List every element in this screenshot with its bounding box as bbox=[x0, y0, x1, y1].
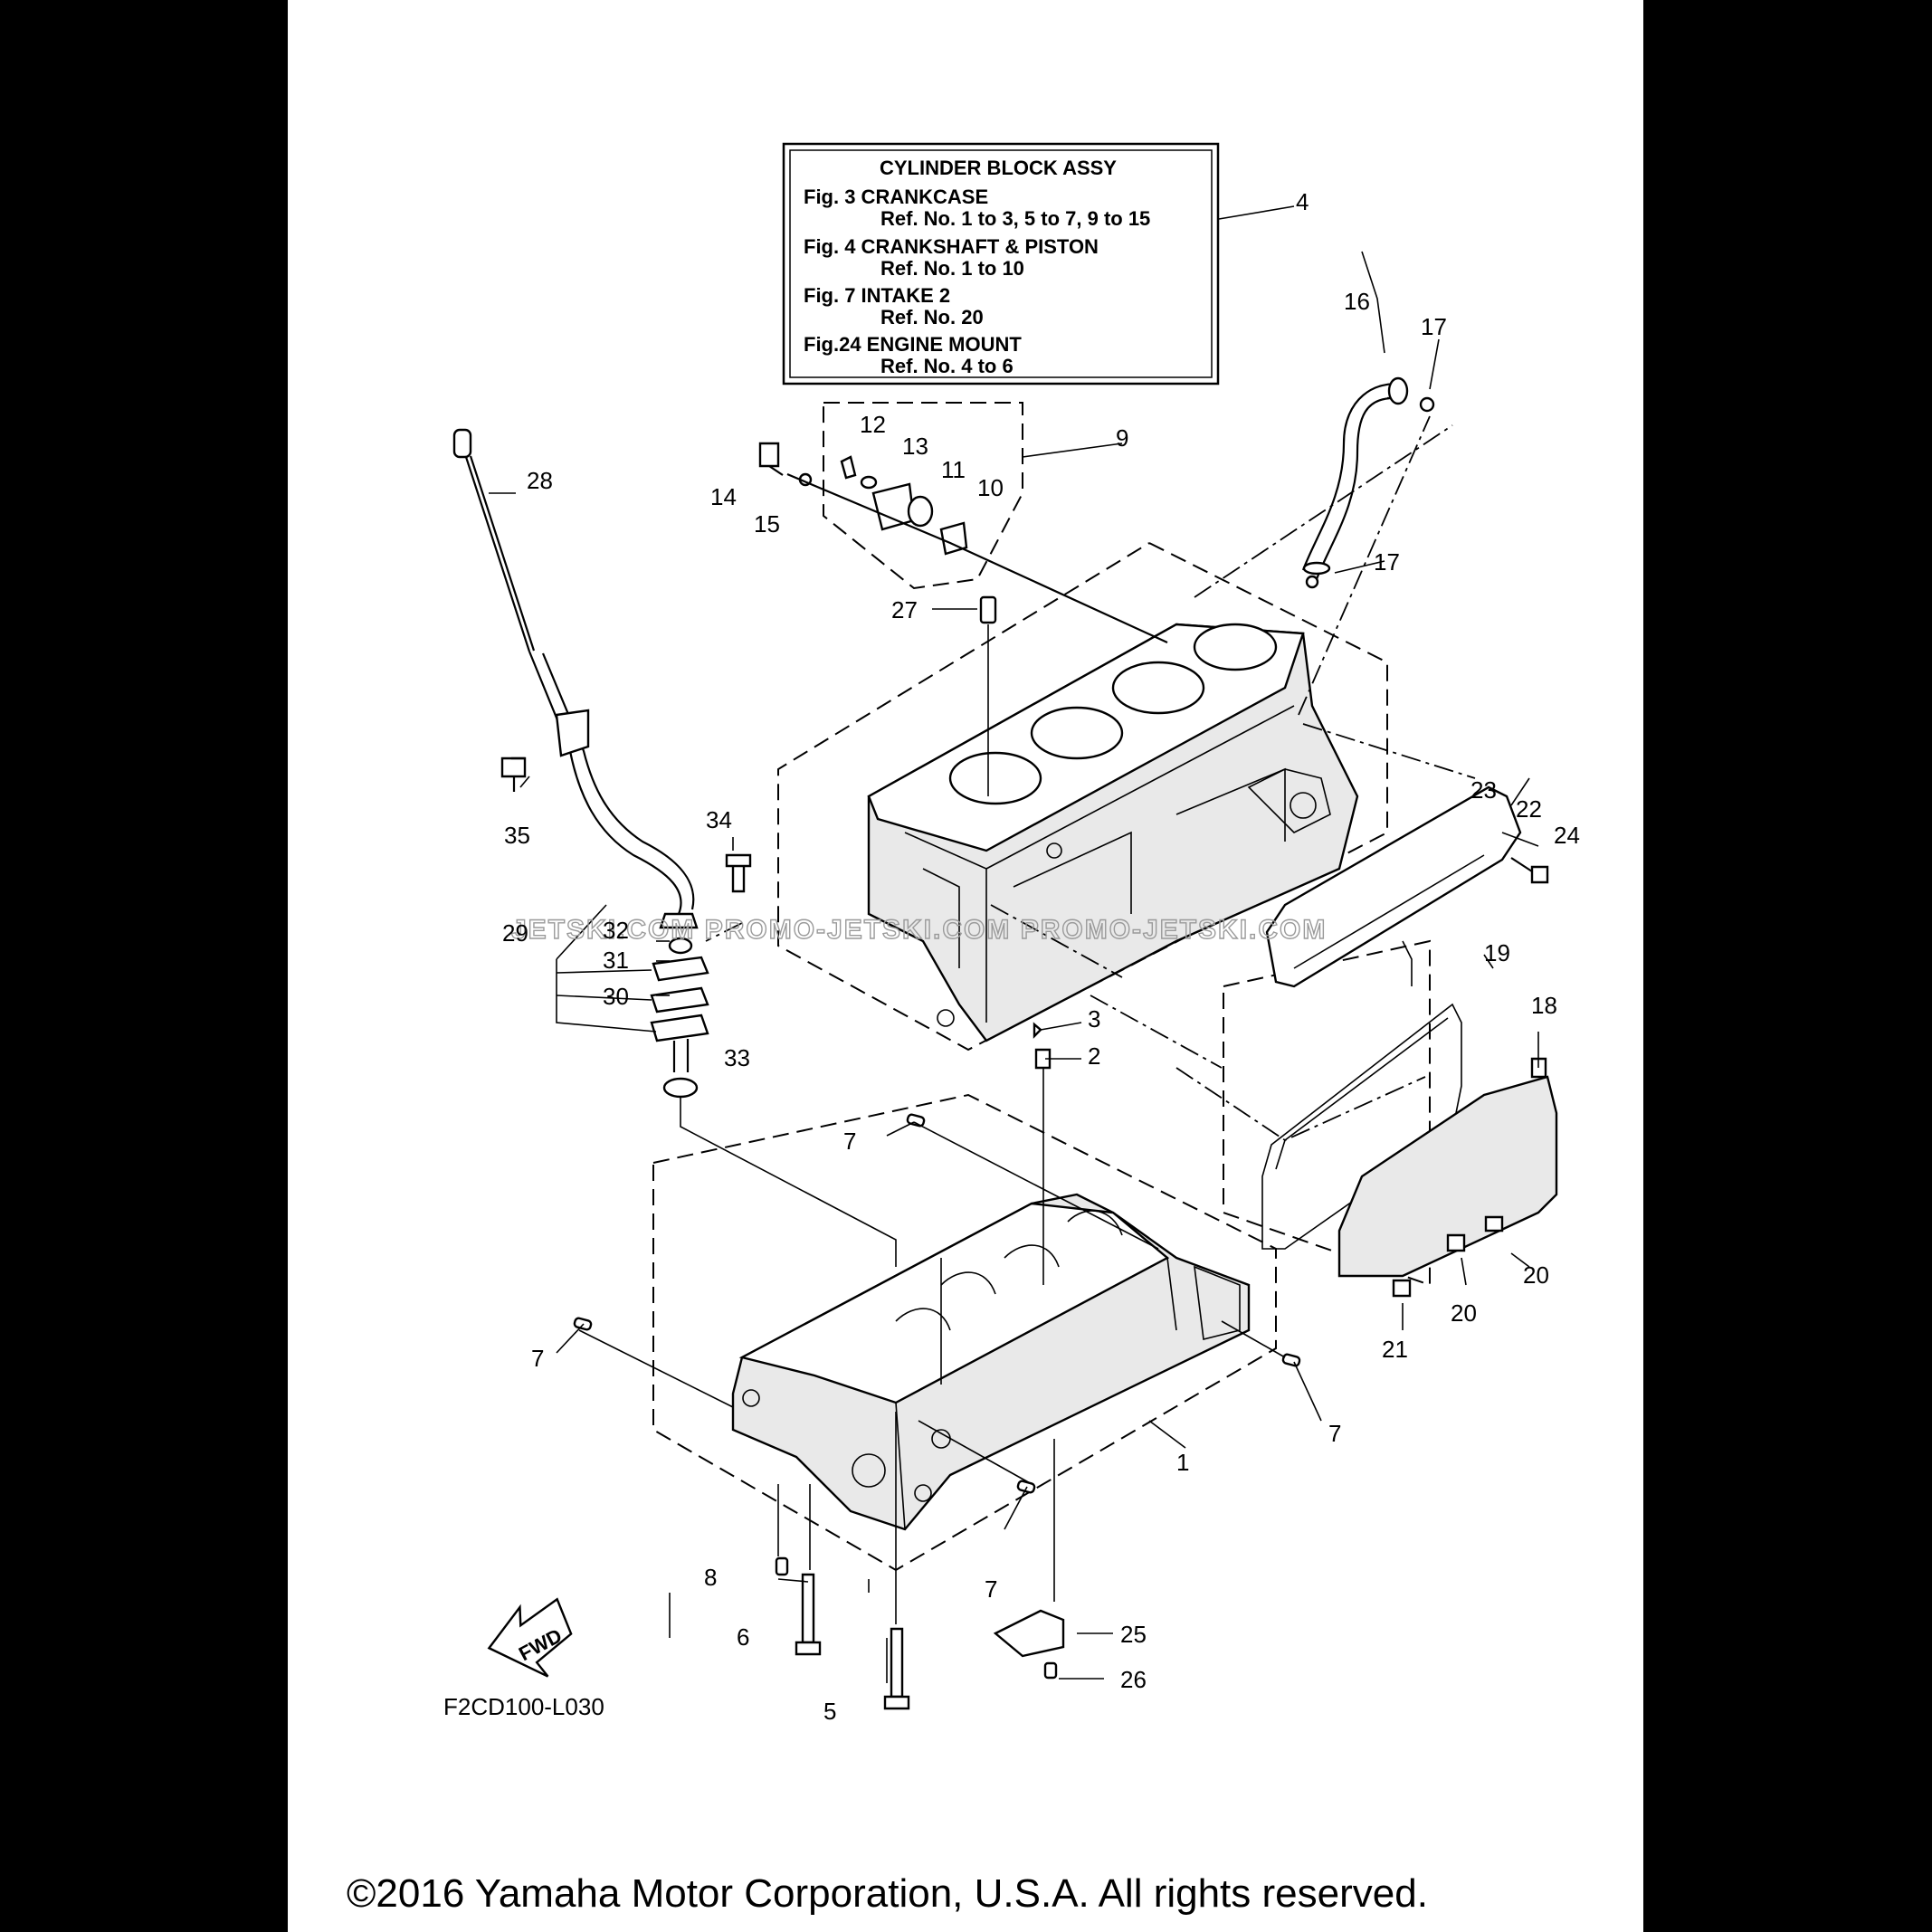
callout-numbers: 4 16 17 12 13 9 11 10 14 15 28 17 27 35 … bbox=[502, 188, 1580, 1725]
callout-23: 23 bbox=[1470, 776, 1497, 804]
title-line-7: Fig.24 ENGINE MOUNT bbox=[804, 333, 1022, 356]
callout-15: 15 bbox=[754, 510, 780, 538]
callout-7-b: 7 bbox=[531, 1345, 544, 1372]
callout-16: 16 bbox=[1344, 288, 1370, 315]
callout-6: 6 bbox=[737, 1623, 749, 1651]
title-heading: CYLINDER BLOCK ASSY bbox=[880, 157, 1117, 179]
callout-18: 18 bbox=[1531, 992, 1557, 1019]
callout-21: 21 bbox=[1382, 1336, 1408, 1363]
fwd-arrow: FWD bbox=[487, 1597, 573, 1678]
group-outlines bbox=[652, 402, 1431, 1572]
callout-25: 25 bbox=[1120, 1621, 1147, 1648]
callout-7-c: 7 bbox=[1328, 1420, 1341, 1447]
callout-19: 19 bbox=[1484, 939, 1510, 966]
callout-26: 26 bbox=[1120, 1666, 1147, 1693]
title-box: CYLINDER BLOCK ASSY Fig. 3 CRANKCASE Ref… bbox=[782, 142, 1220, 385]
callout-7-d: 7 bbox=[985, 1575, 997, 1603]
title-line-1: Fig. 3 CRANKCASE bbox=[804, 186, 988, 208]
callout-28: 28 bbox=[527, 467, 553, 494]
fasteners bbox=[511, 595, 1549, 1710]
callout-24: 24 bbox=[1554, 822, 1580, 849]
callout-4: 4 bbox=[1296, 188, 1309, 215]
callout-13: 13 bbox=[902, 433, 928, 460]
callout-11: 11 bbox=[941, 456, 966, 483]
crankcase bbox=[731, 1193, 1251, 1531]
oil-dipstick bbox=[452, 428, 695, 915]
callout-31: 31 bbox=[603, 947, 629, 974]
crankcase-group-outline bbox=[652, 1093, 1277, 1572]
title-line-2: Ref. No. 1 to 3, 5 to 7, 9 to 15 bbox=[880, 207, 1150, 230]
thermostat-group-outline bbox=[823, 402, 1023, 590]
title-line-4: Ref. No. 1 to 10 bbox=[880, 257, 1024, 280]
oil-pipe-stack bbox=[556, 904, 743, 1099]
callout-9: 9 bbox=[1116, 424, 1128, 452]
drawing-code: F2CD100-L030 bbox=[443, 1693, 604, 1720]
callout-17: 17 bbox=[1421, 313, 1447, 340]
watermark: JETSKI.COM PROMO-JETSKI.COM PROMO-JETSKI… bbox=[511, 915, 1327, 945]
bypass-hose bbox=[1301, 376, 1435, 589]
cylinder-group-outline bbox=[777, 542, 1388, 1052]
title-line-8: Ref. No. 4 to 6 bbox=[880, 355, 1014, 377]
callout-22: 22 bbox=[1516, 795, 1542, 823]
thermostat-assy bbox=[758, 442, 1168, 643]
callout-34: 34 bbox=[706, 806, 732, 833]
callout-12: 12 bbox=[860, 411, 886, 438]
callout-20-a: 20 bbox=[1523, 1261, 1549, 1289]
title-line-6: Ref. No. 20 bbox=[880, 306, 984, 328]
callout-17b: 17 bbox=[1374, 548, 1400, 576]
callout-14: 14 bbox=[710, 483, 737, 510]
callout-2: 2 bbox=[1088, 1042, 1100, 1070]
callout-33: 33 bbox=[724, 1044, 750, 1071]
callout-35: 35 bbox=[504, 822, 530, 849]
title-line-3: Fig. 4 CRANKSHAFT & PISTON bbox=[804, 235, 1099, 258]
callout-10: 10 bbox=[977, 474, 1004, 501]
cylinder-block bbox=[867, 623, 1359, 1042]
callout-32: 32 bbox=[603, 917, 629, 944]
callout-27: 27 bbox=[891, 596, 918, 623]
callout-3: 3 bbox=[1088, 1005, 1100, 1033]
callout-5: 5 bbox=[823, 1698, 836, 1725]
copyright-notice: ©2016 Yamaha Motor Corporation, U.S.A. A… bbox=[347, 1871, 1428, 1916]
callout-1: 1 bbox=[1176, 1449, 1189, 1476]
leader-lines bbox=[489, 205, 1539, 1683]
callout-8: 8 bbox=[704, 1564, 717, 1591]
callout-20-b: 20 bbox=[1451, 1299, 1477, 1327]
callout-29: 29 bbox=[502, 919, 528, 947]
title-line-5: Fig. 7 INTAKE 2 bbox=[804, 284, 950, 307]
callout-7-a: 7 bbox=[843, 1128, 856, 1155]
callout-30: 30 bbox=[603, 983, 629, 1010]
